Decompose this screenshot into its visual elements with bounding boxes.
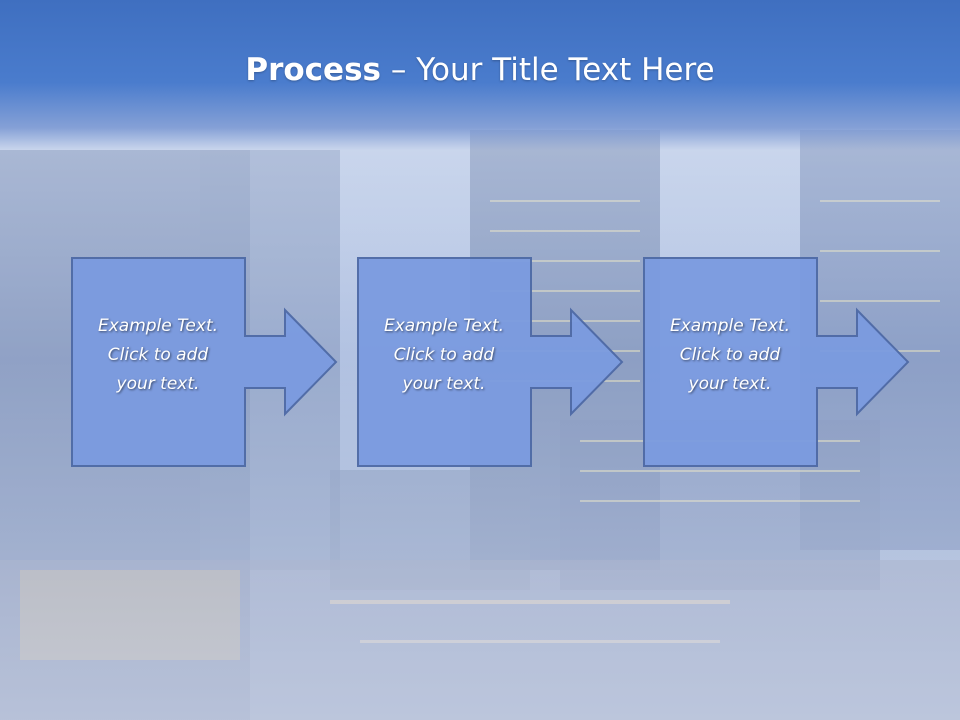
step-line-2: Click to add [393, 345, 495, 365]
arrow-shape [643, 257, 910, 467]
step-line-3: your text. [688, 374, 772, 394]
step-line-2: Click to add [679, 345, 781, 365]
step-line-3: your text. [116, 374, 200, 394]
step-line-1: Example Text. [669, 316, 791, 336]
title-bold: Process [245, 52, 381, 88]
arrow-shape [357, 257, 624, 467]
step-line-3: your text. [402, 374, 486, 394]
step-text[interactable]: Example Text. Click to add your text. [650, 312, 810, 399]
title-bar [0, 0, 960, 150]
step-line-1: Example Text. [97, 316, 219, 336]
title-rest: – Your Title Text Here [381, 52, 715, 88]
arrow-shape [71, 257, 338, 467]
slide-title[interactable]: Process – Your Title Text Here [0, 52, 960, 88]
step-line-1: Example Text. [383, 316, 505, 336]
process-step-3[interactable]: Example Text. Click to add your text. [642, 256, 912, 468]
process-step-1[interactable]: Example Text. Click to add your text. [70, 256, 340, 468]
step-text[interactable]: Example Text. Click to add your text. [364, 312, 524, 399]
step-text[interactable]: Example Text. Click to add your text. [78, 312, 238, 399]
process-step-2[interactable]: Example Text. Click to add your text. [356, 256, 626, 468]
step-line-2: Click to add [107, 345, 209, 365]
